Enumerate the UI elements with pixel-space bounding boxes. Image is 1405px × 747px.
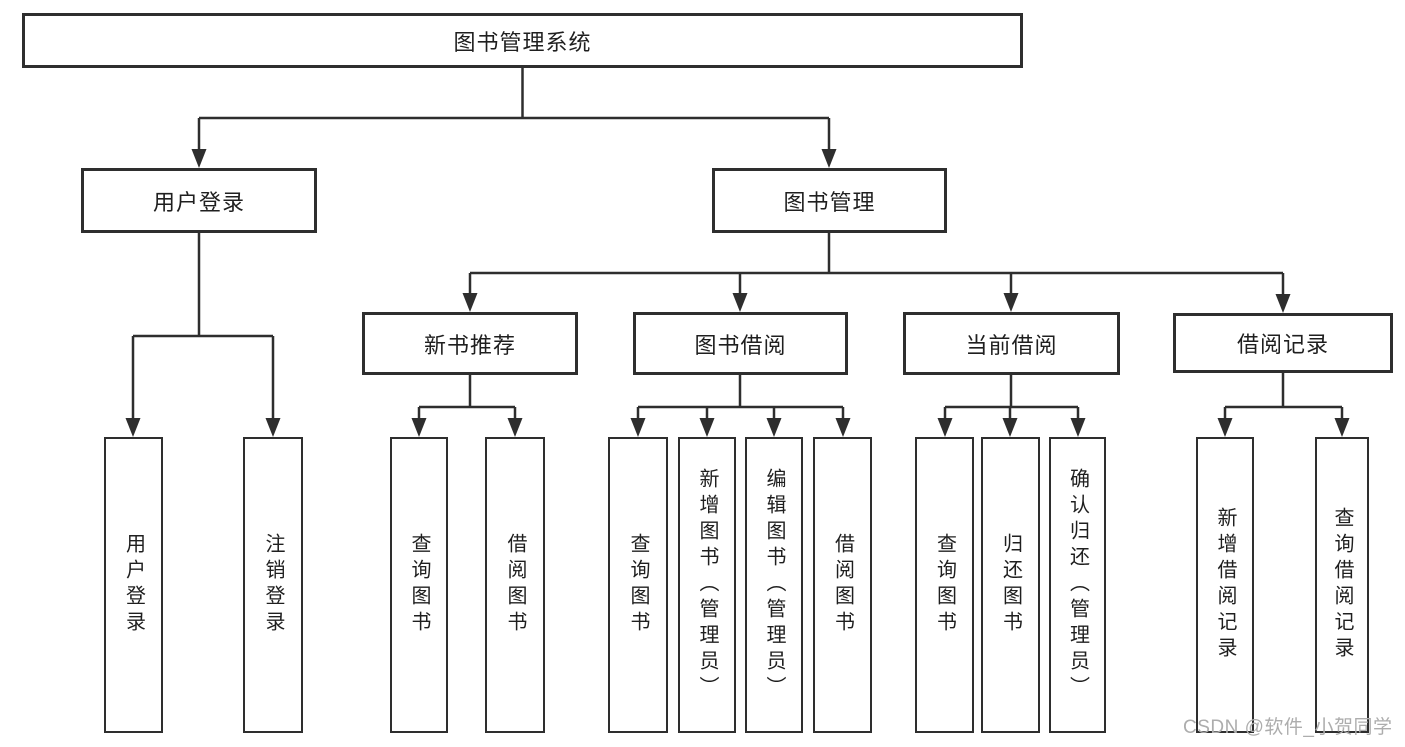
leaf-query-books-recommend: 查询图书: [390, 437, 448, 733]
node-book-management: 图书管理: [712, 168, 947, 233]
node-book-borrowing: 图书借阅: [633, 312, 848, 375]
node-library-management-system: 图书管理系统: [22, 13, 1023, 68]
leaf-user-login: 用户登录: [104, 437, 163, 733]
leaf-query-borrow-record: 查询借阅记录: [1315, 437, 1369, 733]
arrowheads: [125, 118, 1350, 437]
node-user-login: 用户登录: [81, 168, 317, 233]
watermark-text: CSDN @软件_小贺同学: [1183, 717, 1393, 738]
leaf-add-book-admin: 新增图书（管理员）: [678, 437, 736, 733]
node-borrowing-records: 借阅记录: [1173, 313, 1393, 373]
leaf-query-books-borrowing: 查询图书: [608, 437, 668, 733]
leaf-add-borrow-record: 新增借阅记录: [1196, 437, 1254, 733]
leaf-edit-book-admin: 编辑图书（管理员）: [745, 437, 803, 733]
node-new-book-recommend: 新书推荐: [362, 312, 578, 375]
leaf-logout: 注销登录: [243, 437, 303, 733]
leaf-confirm-return-admin: 确认归还（管理员）: [1049, 437, 1106, 733]
node-current-borrowing: 当前借阅: [903, 312, 1120, 375]
leaf-borrow-books-recommend: 借阅图书: [485, 437, 545, 733]
leaf-query-books-current: 查询图书: [915, 437, 974, 733]
leaf-borrow-books: 借阅图书: [813, 437, 872, 733]
leaf-return-books: 归还图书: [981, 437, 1040, 733]
